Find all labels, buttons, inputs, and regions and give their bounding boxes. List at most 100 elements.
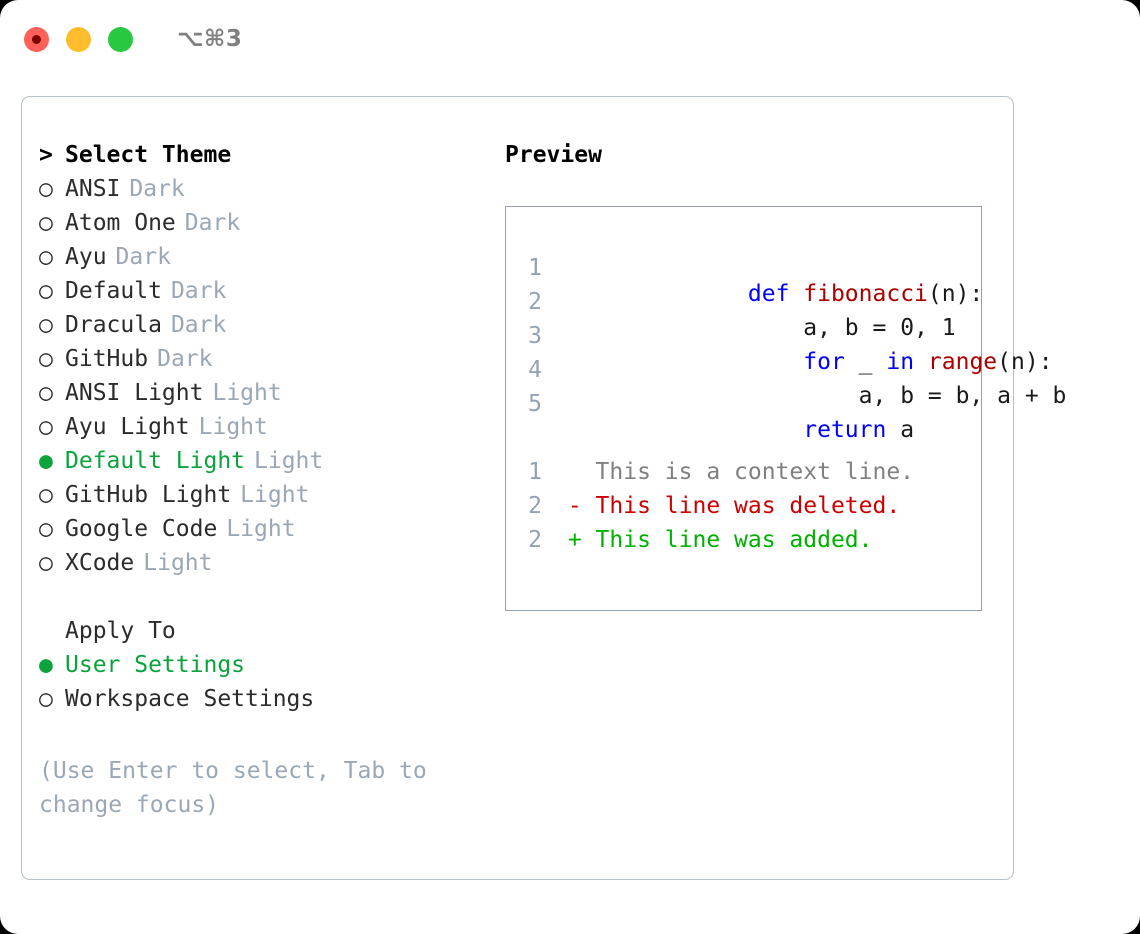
line-number: 4 xyxy=(528,357,542,383)
code-token: (n): xyxy=(927,281,984,307)
theme-variant-tag: Light xyxy=(143,550,213,576)
theme-list-item[interactable]: ○ Ayu Dark xyxy=(39,244,492,278)
theme-name: Google Code xyxy=(65,516,218,542)
theme-name: ANSI Light xyxy=(65,380,204,406)
apply-to-heading-label: Apply To xyxy=(65,618,176,644)
select-theme-heading-label: Select Theme xyxy=(65,142,232,168)
code-token: _ xyxy=(844,349,887,375)
radio-icon: ○ xyxy=(39,550,53,576)
code-content: a, b = b, a + b xyxy=(554,357,1067,435)
theme-list-item[interactable]: ○ Dracula Dark xyxy=(39,312,492,346)
theme-name: GitHub Light xyxy=(65,482,232,508)
theme-variant-tag: Light xyxy=(254,448,324,474)
theme-list-item[interactable]: ○ Google Code Light xyxy=(39,516,492,550)
radio-icon: ○ xyxy=(39,346,53,372)
maximize-window-button[interactable] xyxy=(108,26,133,52)
code-token: a xyxy=(886,417,915,443)
radio-icon: ○ xyxy=(39,210,53,236)
theme-list-item[interactable]: ○ Default Dark xyxy=(39,278,492,312)
code-token: return xyxy=(803,417,887,443)
theme-list-item[interactable]: ○ GitHub Light Light xyxy=(39,482,492,516)
title-bar: ⌥⌘3 xyxy=(0,0,1140,78)
line-number: 2 xyxy=(528,289,542,315)
apply-to-label: User Settings xyxy=(65,652,246,678)
close-window-button[interactable] xyxy=(24,26,49,52)
keyboard-shortcut-label: ⌥⌘3 xyxy=(177,26,243,52)
theme-name: XCode xyxy=(65,550,135,576)
theme-variant-tag: Dark xyxy=(184,210,241,236)
diff-content: This is a context line. xyxy=(554,459,915,485)
line-number: 5 xyxy=(528,391,542,417)
select-theme-heading: > Select Theme xyxy=(39,142,492,176)
code-token: range xyxy=(927,349,998,375)
code-line: 3 for _ in range(n): xyxy=(506,323,1052,375)
theme-list-item-selected[interactable]: ● Default Light Light xyxy=(39,448,492,482)
theme-name: GitHub xyxy=(65,346,149,372)
radio-icon-selected: ● xyxy=(39,448,53,474)
apply-to-heading: Apply To xyxy=(39,618,492,652)
theme-variant-tag: Light xyxy=(212,380,282,406)
theme-list-item[interactable]: ○ Atom One Dark xyxy=(39,210,492,244)
theme-list-item[interactable]: ○ ANSI Light Light xyxy=(39,380,492,414)
radio-icon: ○ xyxy=(39,414,53,440)
code-token: for xyxy=(803,349,845,375)
keyboard-hint-text: (Use Enter to select, Tab to change focu… xyxy=(39,758,427,818)
theme-variant-tag: Dark xyxy=(115,244,171,270)
theme-name: Default xyxy=(65,278,162,304)
theme-name: Atom One xyxy=(65,210,176,236)
traffic-lights xyxy=(24,26,133,52)
radio-icon: ○ xyxy=(39,176,53,202)
radio-icon: ○ xyxy=(39,516,53,542)
theme-variant-tag: Dark xyxy=(170,312,227,338)
code-token xyxy=(748,417,803,443)
line-number: 2 xyxy=(528,527,542,553)
radio-icon-selected: ● xyxy=(39,652,53,678)
apply-to-item-workspace-settings[interactable]: ○ Workspace Settings xyxy=(39,686,492,720)
theme-variant-tag: Light xyxy=(198,414,268,440)
line-number: 1 xyxy=(528,255,542,281)
minimize-window-button[interactable] xyxy=(66,26,91,52)
line-number: 2 xyxy=(528,493,542,519)
preview-heading: Preview xyxy=(505,142,602,168)
radio-icon: ○ xyxy=(39,380,53,406)
theme-name: ANSI xyxy=(65,176,121,202)
theme-picker-dialog: > Select Theme ○ ANSI Dark ○ Atom One Da… xyxy=(21,96,1066,880)
apply-to-item-user-settings[interactable]: ● User Settings xyxy=(39,652,492,686)
code-token: def xyxy=(747,281,804,307)
theme-variant-tag: Dark xyxy=(170,278,227,304)
close-icon xyxy=(32,34,41,44)
theme-variant-tag: Dark xyxy=(157,346,213,372)
diff-line-added: 2 + This line was added. xyxy=(506,527,981,561)
theme-name: Ayu Light xyxy=(65,414,190,440)
diff-line-deleted: 2 - This line was deleted. xyxy=(506,493,981,527)
spacer xyxy=(39,584,492,618)
apply-to-label: Workspace Settings xyxy=(65,686,315,712)
code-content: for _ in range(n): xyxy=(554,323,1053,401)
radio-icon: ○ xyxy=(39,482,53,508)
radio-icon: ○ xyxy=(39,278,53,304)
theme-list-item[interactable]: ○ Ayu Light Light xyxy=(39,414,492,448)
theme-list-item[interactable]: ○ ANSI Dark xyxy=(39,176,492,210)
theme-list-item[interactable]: ○ GitHub Dark xyxy=(39,346,492,380)
theme-selection-panel: > Select Theme ○ ANSI Dark ○ Atom One Da… xyxy=(22,142,492,879)
prompt-caret-icon: > xyxy=(39,142,53,168)
code-token: a, b = 0, 1 xyxy=(747,315,956,341)
code-content: def fibonacci(n): xyxy=(554,255,983,333)
preview-panel: Preview 1 def fibonacci(n): 2 a, b = 0, … xyxy=(492,142,1066,879)
theme-name: Dracula xyxy=(65,312,162,338)
theme-variant-tag: Light xyxy=(226,516,296,542)
preview-box: 1 def fibonacci(n): 2 a, b = 0, 1 3 xyxy=(505,206,1066,611)
line-number: 3 xyxy=(528,323,542,349)
code-content: a, b = 0, 1 xyxy=(554,289,956,367)
theme-list-item[interactable]: ○ XCode Light xyxy=(39,550,492,584)
theme-name: Ayu xyxy=(65,244,107,270)
code-line: 1 def fibonacci(n): xyxy=(506,255,983,307)
theme-variant-tag: Light xyxy=(240,482,310,508)
code-line: 4 a, b = b, a + b xyxy=(506,357,1066,409)
radio-icon: ○ xyxy=(39,244,53,270)
code-token: in xyxy=(886,349,915,375)
theme-name: Default Light xyxy=(65,448,246,474)
code-token: (n): xyxy=(997,349,1053,375)
diff-content: + This line was added. xyxy=(554,527,873,553)
